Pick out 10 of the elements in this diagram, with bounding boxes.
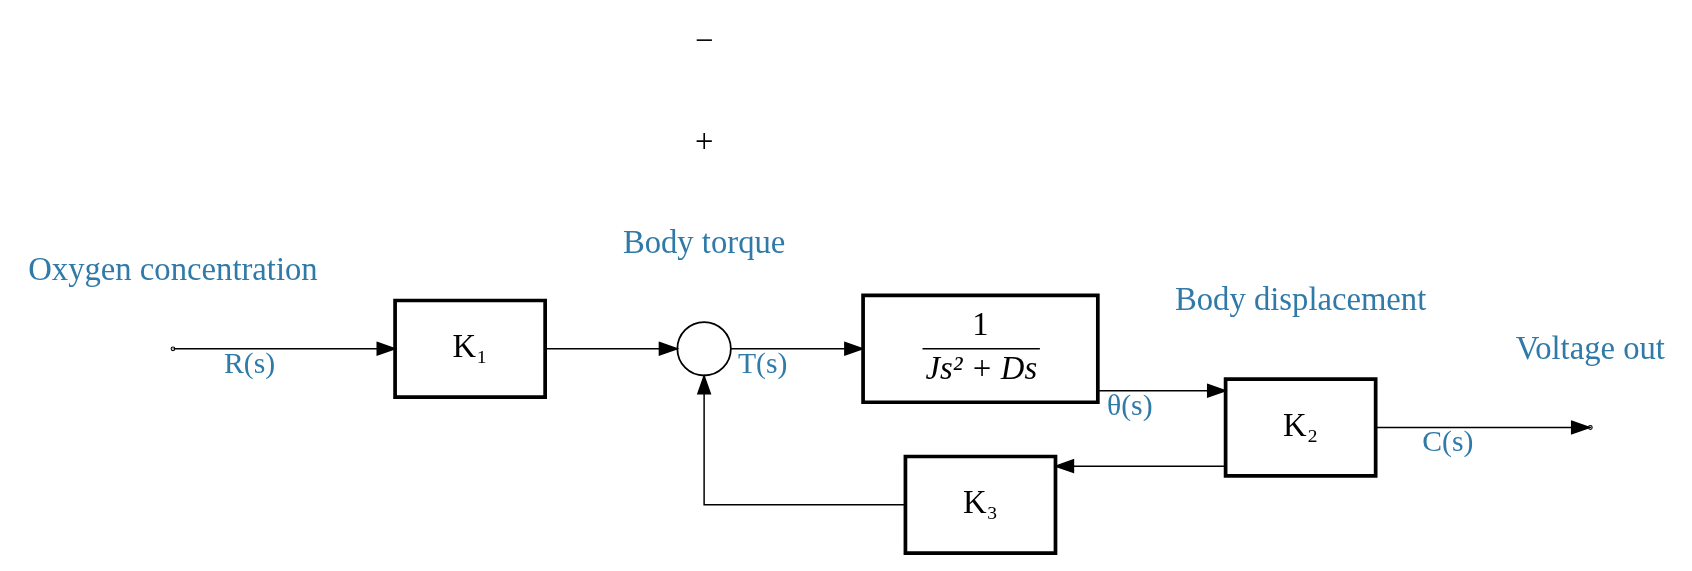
label: − (694, 21, 714, 58)
edge-label: T(s) (737, 346, 788, 379)
label: Body torque (622, 223, 786, 260)
edge-label: R(s) (223, 346, 276, 379)
edge-label: C(s) (1422, 424, 1474, 457)
label: Oxygen concentration (28, 250, 318, 287)
edge-label: θ(s) (1106, 388, 1153, 421)
label: Body displacement (1174, 280, 1427, 317)
label: + (694, 122, 714, 159)
label: Voltage out (1515, 329, 1665, 366)
